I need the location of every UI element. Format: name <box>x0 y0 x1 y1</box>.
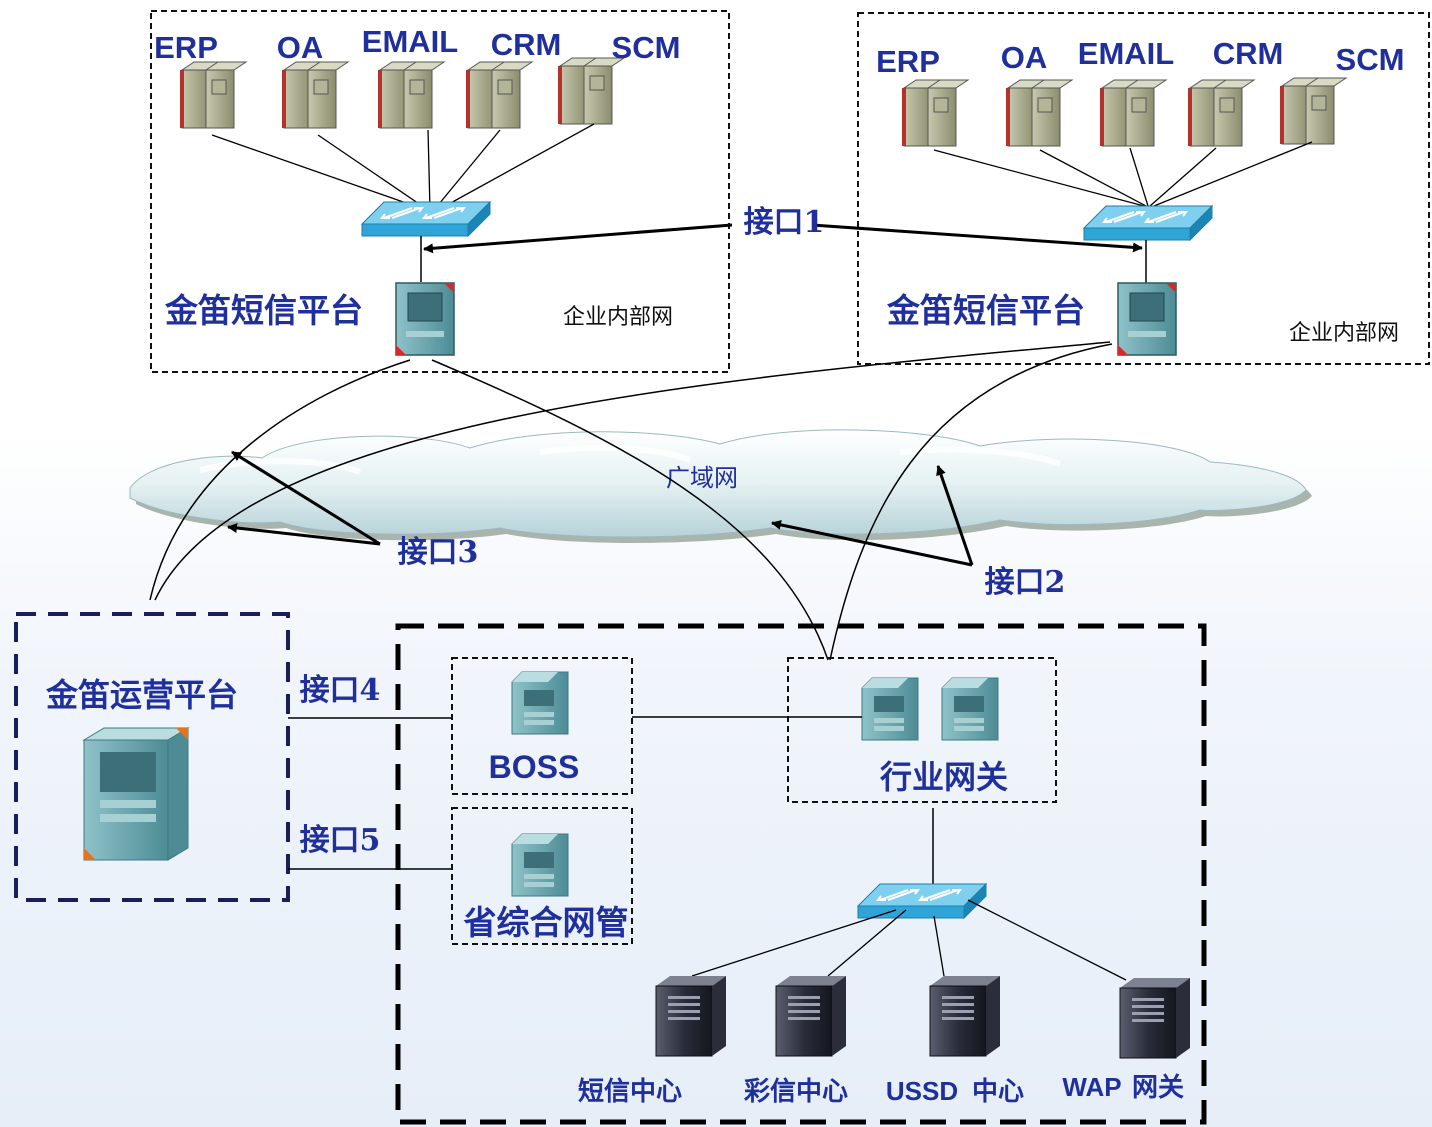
interface-1-arrow <box>423 223 1143 254</box>
intranet-label-right: 企业内部网 <box>1289 321 1399 346</box>
app-server-erp-right <box>901 79 969 147</box>
app-server-scm-left <box>557 57 625 125</box>
wap-gateway-label-suffix: 网关 <box>1132 1073 1184 1103</box>
mms-center-server <box>775 975 847 1057</box>
app-server-crm-left <box>465 61 533 129</box>
switch-right <box>1083 205 1213 241</box>
app-server-crm-right <box>1187 79 1255 147</box>
ussd-center-server <box>929 975 1001 1057</box>
app-server-email-right <box>1099 79 1167 147</box>
netmgmt-boundary <box>451 807 633 945</box>
boss-label: BOSS <box>489 749 580 785</box>
right-app-links <box>933 141 1313 207</box>
boss-boundary <box>451 657 633 795</box>
operations-platform-server <box>82 727 190 861</box>
ussd-center-label-prefix: USSD <box>886 1076 958 1106</box>
app-label-email-right: EMAIL <box>1078 36 1174 71</box>
enterprise-right-boundary <box>857 12 1430 365</box>
wap-gateway-label-prefix: WAP <box>1062 1072 1121 1102</box>
carrier-network-boundary <box>395 623 1207 1125</box>
sms-center-label: 短信中心 <box>578 1077 682 1107</box>
app-label-erp-left: ERP <box>154 30 218 65</box>
app-label-scm-right: SCM <box>1336 42 1405 77</box>
app-label-crm-left: CRM <box>491 27 562 62</box>
app-label-erp-right: ERP <box>876 44 940 79</box>
gateway-label: 行业网关 <box>880 758 1008 796</box>
netmgmt-server <box>511 833 569 897</box>
app-label-email-left: EMAIL <box>362 24 458 59</box>
sms-platform-left-server <box>395 282 455 356</box>
wan-cloud <box>129 429 1312 543</box>
app-server-oa-right <box>1005 79 1073 147</box>
app-label-scm-left: SCM <box>612 30 681 65</box>
interface-4-label: 接口4 <box>300 673 381 708</box>
interface-3-arrows <box>227 450 381 546</box>
app-server-scm-right <box>1279 77 1347 145</box>
wan-curves <box>149 341 1113 661</box>
interface-1-label: 接口1 <box>744 205 825 240</box>
gateway-server-2 <box>941 677 999 741</box>
netmgmt-label: 省综合网管 <box>464 903 629 942</box>
interface-3-label: 接口3 <box>398 535 479 570</box>
operations-platform-boundary <box>14 612 290 902</box>
switch-left <box>361 201 491 237</box>
sms-platform-right-server <box>1117 282 1177 356</box>
sms-center-server <box>655 975 727 1057</box>
carrier-center-links <box>691 899 1127 981</box>
wan-label: 广域网 <box>666 464 738 492</box>
interface-2-label: 接口2 <box>985 565 1066 600</box>
app-label-crm-right: CRM <box>1213 36 1284 71</box>
sms-platform-label-right: 金笛短信平台 <box>886 291 1085 330</box>
app-label-oa-right: OA <box>1001 40 1048 75</box>
interface-2-arrows <box>771 465 974 567</box>
app-server-erp-left <box>179 61 247 129</box>
left-app-links <box>211 123 595 211</box>
wap-gateway-server <box>1119 977 1191 1059</box>
switch-carrier <box>857 883 987 919</box>
gateway-boundary <box>787 657 1057 803</box>
mms-center-label: 彩信中心 <box>743 1077 848 1107</box>
app-server-email-left <box>377 61 445 129</box>
intranet-label-left: 企业内部网 <box>563 305 673 330</box>
app-label-oa-left: OA <box>277 30 324 65</box>
sms-platform-label-left: 金笛短信平台 <box>164 291 363 330</box>
app-server-oa-left <box>281 61 349 129</box>
gateway-server-1 <box>861 677 919 741</box>
ussd-center-label-suffix: 中心 <box>972 1077 1024 1107</box>
interface-5-label: 接口5 <box>300 823 381 858</box>
boss-server <box>511 671 569 735</box>
operations-platform-label: 金笛运营平台 <box>45 676 238 714</box>
